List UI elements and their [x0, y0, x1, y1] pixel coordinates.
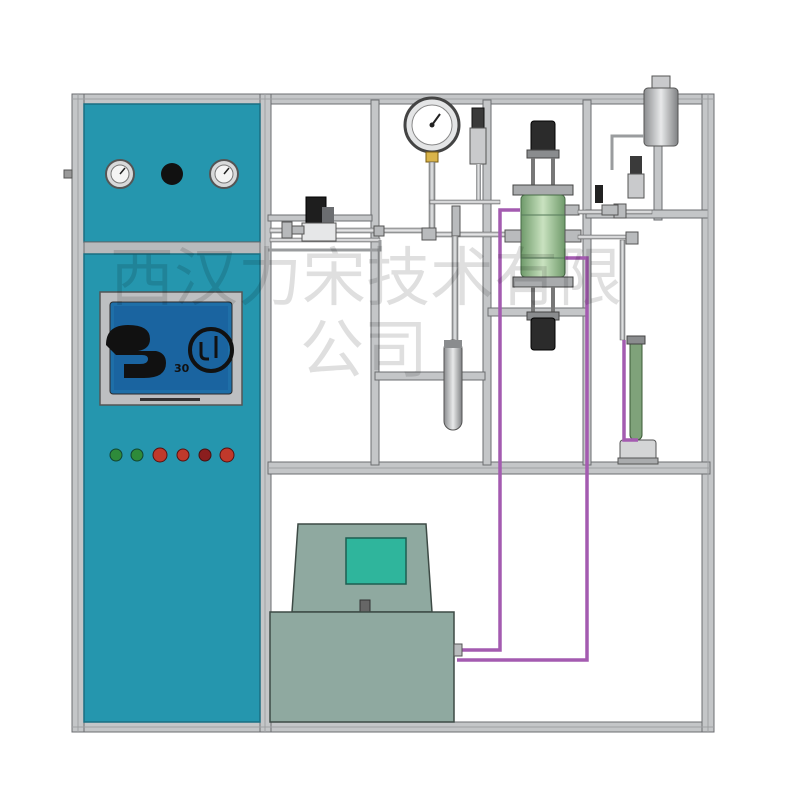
pressure-gauge-left — [105, 159, 135, 189]
indicator-light-4 — [176, 448, 190, 462]
frame-shadow-lines — [72, 94, 714, 732]
indicator-light-2 — [130, 448, 144, 462]
back-pressure-sensor — [595, 156, 645, 203]
hmi-page-number: 30 — [174, 362, 190, 375]
frame-post-a — [370, 99, 380, 466]
circulating-chiller — [269, 523, 463, 723]
watermark-line-1: 西汉力宋技术有限 — [110, 242, 622, 316]
mass-flow-controller — [301, 196, 337, 242]
pressure-transmitter — [469, 107, 487, 204]
pressure-gauge-right — [209, 159, 239, 189]
inlet-valves — [281, 221, 385, 239]
side-connector — [63, 169, 73, 179]
heating-fluid-lines — [457, 208, 638, 662]
watermark: 西汉力宋技术有限 公司 — [110, 242, 622, 388]
preheater-tube — [443, 235, 463, 431]
pressure-gauge-main — [403, 96, 461, 233]
indicator-light-3 — [152, 447, 168, 463]
indicator-light-row — [109, 447, 235, 463]
hmi-logo-icon — [188, 327, 234, 373]
chiller-display — [345, 537, 407, 585]
control-cabinet: 30 — [63, 103, 261, 723]
hmi-touchscreen[interactable]: 30 — [99, 291, 243, 406]
company-logo-icon — [106, 325, 166, 378]
indicator-light-5 — [198, 448, 212, 462]
transmitter-tee-line — [421, 199, 523, 241]
frame-shelf-left — [374, 371, 486, 381]
frame-post-b — [482, 99, 492, 466]
tubular-reactor — [504, 120, 582, 351]
watermark-line-2: 公司 — [300, 314, 428, 388]
chiller-cap[interactable] — [359, 599, 371, 613]
condenser-pot — [610, 75, 679, 170]
indicator-light-6 — [219, 447, 235, 463]
power-switch-knob[interactable] — [161, 163, 183, 185]
indicator-light-1 — [109, 448, 123, 462]
